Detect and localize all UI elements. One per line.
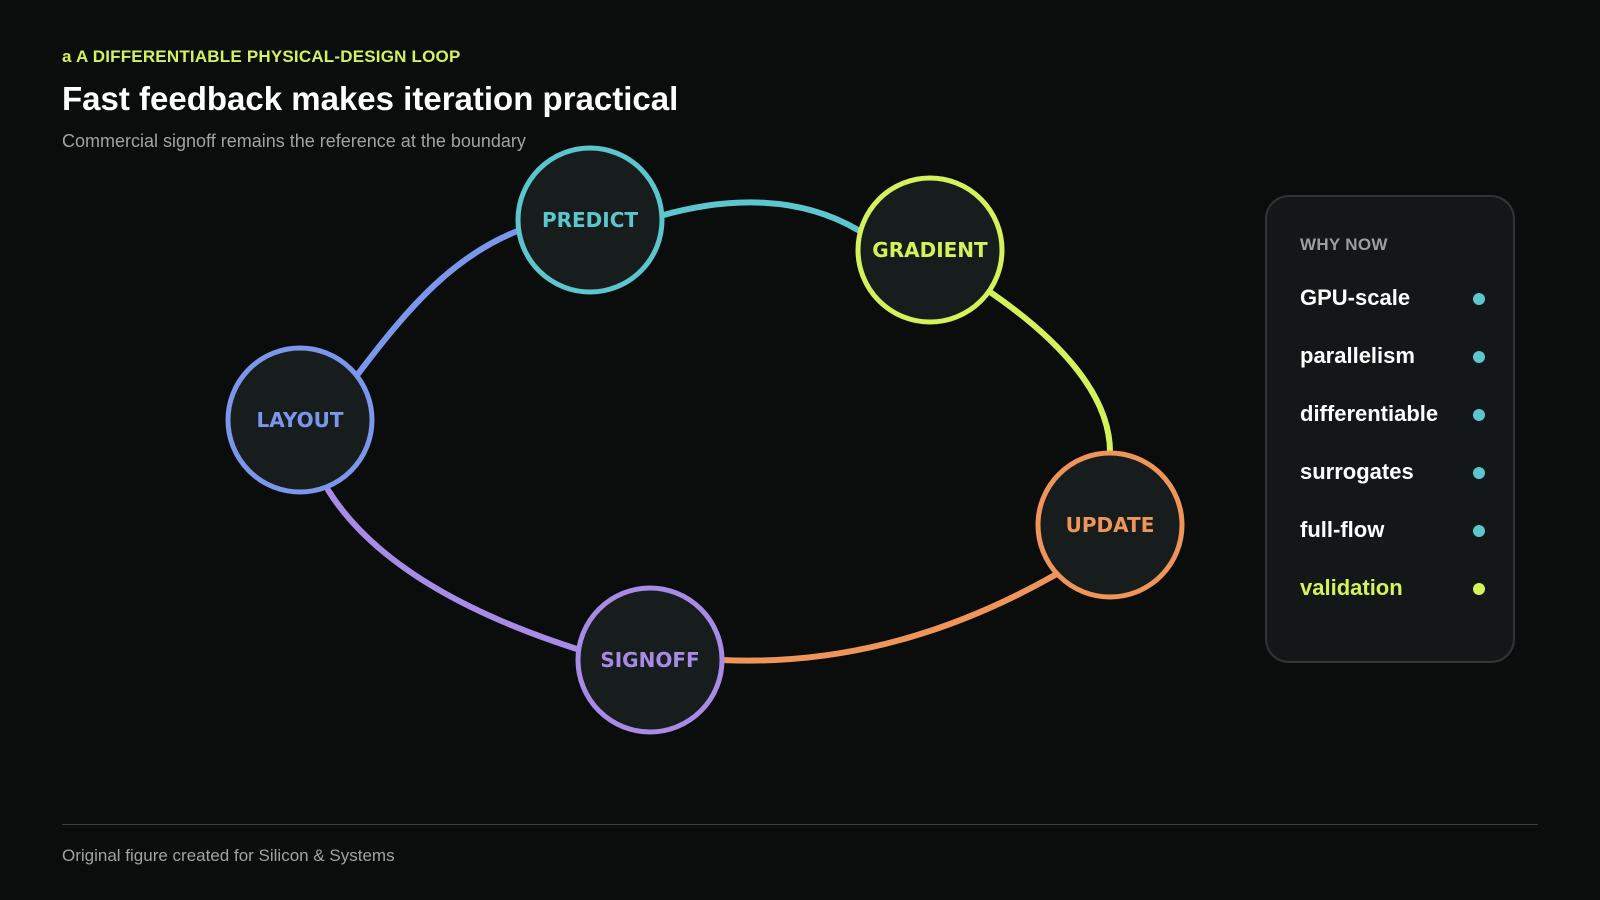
why-now-item-label: GPU-scale [1300, 285, 1411, 310]
node-update: UPDATE [1035, 450, 1185, 600]
node-circle-update [1035, 450, 1185, 600]
why-now-item: surrogates [1300, 459, 1485, 517]
edge-layout-to-predict [355, 227, 523, 377]
node-label-layout: LAYOUT [257, 408, 344, 432]
bullet-dot-icon [1473, 525, 1485, 537]
why-now-panel: WHY NOW GPU-scale parallelism differentiab… [1265, 195, 1515, 663]
node-circle-signoff [575, 585, 725, 735]
bullet-dot-icon [1473, 293, 1485, 305]
node-circle-layout [225, 345, 375, 495]
figure-title: Fast feedback makes iteration practical [62, 80, 679, 117]
why-now-item-label: full-flow [1300, 517, 1385, 542]
why-now-list: GPU-scale parallelism differentiable surrog… [1300, 285, 1485, 633]
node-label-signoff: SIGNOFF [600, 648, 699, 672]
bullet-dot-icon [1473, 583, 1485, 595]
figure-kicker: a A DIFFERENTIABLE PHYSICAL-DESIGN LOOP [62, 47, 461, 66]
why-now-item-label: differentiable [1300, 401, 1439, 426]
edge-signoff-to-layout [325, 487, 583, 653]
node-label-predict: PREDICT [542, 208, 638, 232]
node-circle-predict [515, 145, 665, 295]
figure-subtitle: Commercial signoff remains the reference… [62, 131, 526, 151]
node-layout: LAYOUT [225, 345, 375, 495]
node-predict: PREDICT [515, 145, 665, 295]
edge-gradient-to-update [987, 289, 1113, 455]
why-now-item: validation [1300, 575, 1485, 633]
node-gradient: GRADIENT [855, 175, 1005, 325]
footer-credit: Original figure created for Silicon & Sy… [62, 846, 395, 865]
why-now-item-label: surrogates [1300, 459, 1414, 484]
node-signoff: SIGNOFF [575, 585, 725, 735]
why-now-item-label: validation [1300, 575, 1403, 600]
edge-update-to-signoff [719, 572, 1058, 664]
why-now-item: GPU-scale [1300, 285, 1485, 343]
node-label-gradient: GRADIENT [872, 238, 988, 262]
loop-nodes: LAYOUT PREDICT GRADIENT UPDATE SIGNOFF [225, 145, 1185, 735]
node-label-update: UPDATE [1066, 513, 1155, 537]
footer-divider [62, 824, 1538, 825]
node-circle-gradient [855, 175, 1005, 325]
panel-heading: WHY NOW [1300, 235, 1388, 254]
loop-edges [325, 199, 1113, 664]
bullet-dot-icon [1473, 467, 1485, 479]
why-now-item: differentiable [1300, 401, 1485, 459]
bullet-dot-icon [1473, 351, 1485, 363]
why-now-item: parallelism [1300, 343, 1485, 401]
edge-predict-to-gradient [657, 199, 861, 233]
why-now-item-label: parallelism [1300, 343, 1415, 368]
why-now-item: full-flow [1300, 517, 1485, 575]
bullet-dot-icon [1473, 409, 1485, 421]
